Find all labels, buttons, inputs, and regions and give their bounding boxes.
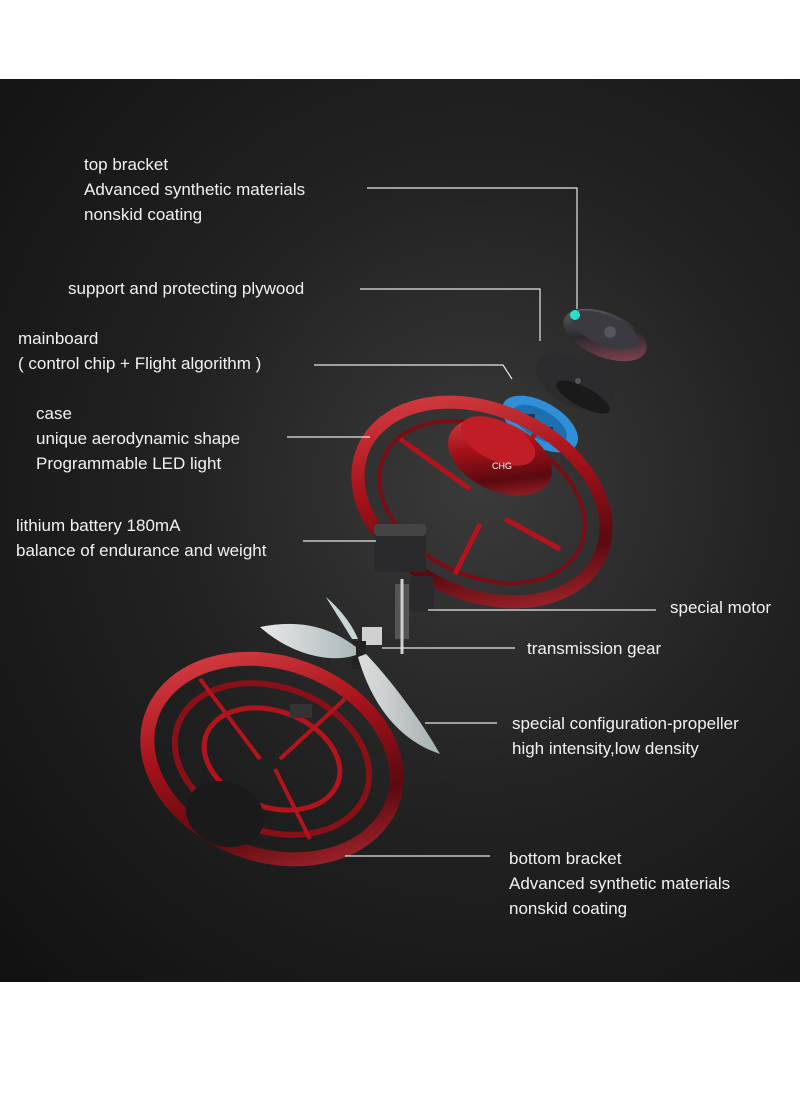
case-part: CHG xyxy=(351,395,613,609)
bottom-bracket-label: bottom bracket Advanced synthetic materi… xyxy=(509,849,731,918)
diagram-panel: CHG xyxy=(0,79,800,982)
motor-label: special motor xyxy=(670,598,772,617)
plywood-label: support and protecting plywood xyxy=(68,279,305,298)
case-label: case unique aerodynamic shape Programmab… xyxy=(36,404,241,473)
bottom-bracket-part xyxy=(140,651,404,867)
mainboard-label: mainboard ( control chip + Flight algori… xyxy=(18,329,262,373)
case-marking-text: CHG xyxy=(492,461,512,471)
battery-part xyxy=(374,524,426,572)
top-bracket-label: top bracket Advanced synthetic materials… xyxy=(84,155,306,224)
plywood-part xyxy=(536,353,614,414)
exploded-view-illustration: CHG xyxy=(140,187,656,867)
top-bracket-part xyxy=(563,308,647,362)
battery-label: lithium battery 180mA balance of enduran… xyxy=(16,516,267,560)
propeller-label: special configuration-propeller high int… xyxy=(512,714,739,758)
propeller-part xyxy=(260,597,440,754)
gear-label: transmission gear xyxy=(527,639,662,658)
leader-lines xyxy=(287,187,656,857)
led-indicator-icon xyxy=(570,310,580,320)
motor-part xyxy=(395,576,434,654)
